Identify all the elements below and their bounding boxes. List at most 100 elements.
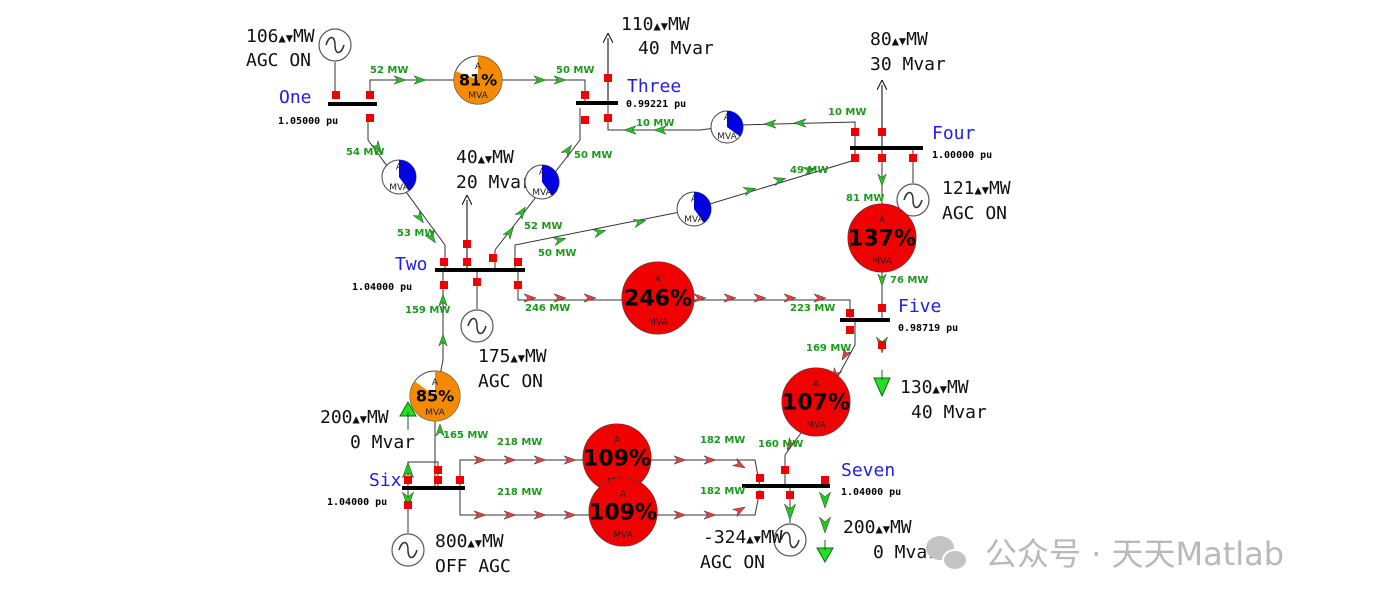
breaker-32[interactable] <box>781 466 789 474</box>
flow-chevron-38 <box>533 455 547 465</box>
breaker-22[interactable] <box>878 304 886 312</box>
gen-one-agc-status: AGC ON <box>246 50 311 71</box>
breaker-6[interactable] <box>604 114 612 122</box>
gen-seven-mw-unit: MW <box>761 527 783 548</box>
gauge-six-seven-a-letter: A <box>614 436 621 446</box>
breaker-17[interactable] <box>514 258 522 266</box>
svg-text:106▲▼MW: 106▲▼MW <box>246 26 315 47</box>
flow-chevron-14 <box>552 237 567 247</box>
breaker-26[interactable] <box>434 466 442 474</box>
load-two-mvar: 20 Mvar <box>456 172 532 193</box>
svg-text:52 MW: 52 MW <box>524 221 562 232</box>
busbars <box>328 101 923 490</box>
gen-two-agc-status: AGC ON <box>478 371 543 392</box>
gauge-one-three-percent: 81% <box>459 71 497 90</box>
gauge-two-four-mva-unit: MVA <box>684 215 704 225</box>
gauge-two-four[interactable]: A MVA <box>676 191 712 227</box>
gauge-two-five-mva-unit: MVA <box>648 318 668 328</box>
bus-name-two: Two <box>395 254 428 275</box>
flow-chevron-42 <box>731 457 746 469</box>
generator-g2-sine-icon <box>467 317 487 335</box>
gauge-two-six-fill <box>410 371 460 421</box>
svg-text:50 MW: 50 MW <box>538 248 576 259</box>
breaker-2[interactable] <box>366 114 374 122</box>
flow-chevron-28 <box>783 293 797 303</box>
svg-text:169 MW: 169 MW <box>806 343 851 354</box>
breaker-15[interactable] <box>463 258 471 266</box>
load-arrow-seven <box>816 540 834 564</box>
breaker-16[interactable] <box>489 254 497 262</box>
breaker-23[interactable] <box>878 341 886 349</box>
breaker-7[interactable] <box>851 128 859 136</box>
gauge-one-three[interactable]: A81%MVA <box>453 55 503 105</box>
breaker-8[interactable] <box>851 154 859 162</box>
flow-chevron-big-0 <box>401 461 415 479</box>
generator-g2[interactable] <box>460 272 494 343</box>
gen-two-mw-unit: MW <box>525 346 547 367</box>
line-one-two[interactable] <box>367 118 446 268</box>
breaker-18[interactable] <box>514 281 522 289</box>
generator-g6[interactable] <box>391 490 425 567</box>
breaker-24[interactable] <box>404 476 412 484</box>
breaker-28[interactable] <box>456 476 464 484</box>
generator-g1[interactable] <box>318 28 352 95</box>
generator-g4-sine-icon <box>903 191 923 209</box>
flow-chevron-23 <box>553 293 567 303</box>
svg-text:121▲▼MW: 121▲▼MW <box>942 178 1011 199</box>
breaker-20[interactable] <box>846 309 854 317</box>
breaker-10[interactable] <box>878 154 886 162</box>
breaker-33[interactable] <box>821 476 829 484</box>
bus-voltage-six: 1.04000 pu <box>327 497 387 508</box>
flow-labels: 52 MW 50 MW 54 MW 53 MW 50 MW 52 MW 10 M… <box>346 65 928 498</box>
load-arrows <box>467 38 882 268</box>
gen-one-mw: 106 <box>246 26 279 47</box>
breaker-4[interactable] <box>581 116 589 124</box>
breaker-12[interactable] <box>440 258 448 266</box>
flow-chevron-12 <box>763 119 777 129</box>
gauge-five-seven-percent: 107% <box>782 391 850 416</box>
breaker-30[interactable] <box>756 491 764 499</box>
gauge-two-four-letter: A <box>691 194 698 204</box>
gauge-four-five-percent: 137% <box>848 227 916 252</box>
breaker-1[interactable] <box>366 91 374 99</box>
breaker-3[interactable] <box>581 91 589 99</box>
breaker-25[interactable] <box>404 501 412 509</box>
breaker-19[interactable] <box>473 278 481 286</box>
svg-text:175▲▼MW: 175▲▼MW <box>478 346 547 367</box>
bus-voltage-four: 1.00000 pu <box>932 150 992 161</box>
breaker-9[interactable] <box>878 128 886 136</box>
flow-chevron-3 <box>553 75 567 85</box>
svg-text:130▲▼MW: 130▲▼MW <box>900 377 969 398</box>
load-five-mw-unit: MW <box>947 377 969 398</box>
breaker-13[interactable] <box>440 281 448 289</box>
flow-chevron-16 <box>632 219 647 229</box>
breaker-27[interactable] <box>434 476 442 484</box>
gauge-two-six-percent: 85% <box>416 387 454 406</box>
gauge-two-six[interactable]: A85%MVA <box>409 370 461 422</box>
breaker-0[interactable] <box>332 91 340 99</box>
load-seven-mw: 200 <box>843 517 876 538</box>
load-five: 130▲▼MW 40 Mvar <box>900 377 987 423</box>
breaker-5[interactable] <box>604 74 612 82</box>
breaker-29[interactable] <box>756 474 764 482</box>
flow-chevron-46 <box>563 510 577 520</box>
breaker-14[interactable] <box>463 240 471 248</box>
load-three-mw: 110 <box>621 14 654 35</box>
breaker-11[interactable] <box>909 154 917 162</box>
breaker-21[interactable] <box>846 326 854 334</box>
flow-six-to-two-mw: 165 <box>443 430 464 441</box>
svg-text:10 MW: 10 MW <box>828 107 866 118</box>
breaker-31[interactable] <box>786 491 794 499</box>
flow-chevron-45 <box>533 510 547 520</box>
load-three-mw-unit: MW <box>668 14 690 35</box>
flow-two-from-six-mw: 159 <box>405 305 426 316</box>
